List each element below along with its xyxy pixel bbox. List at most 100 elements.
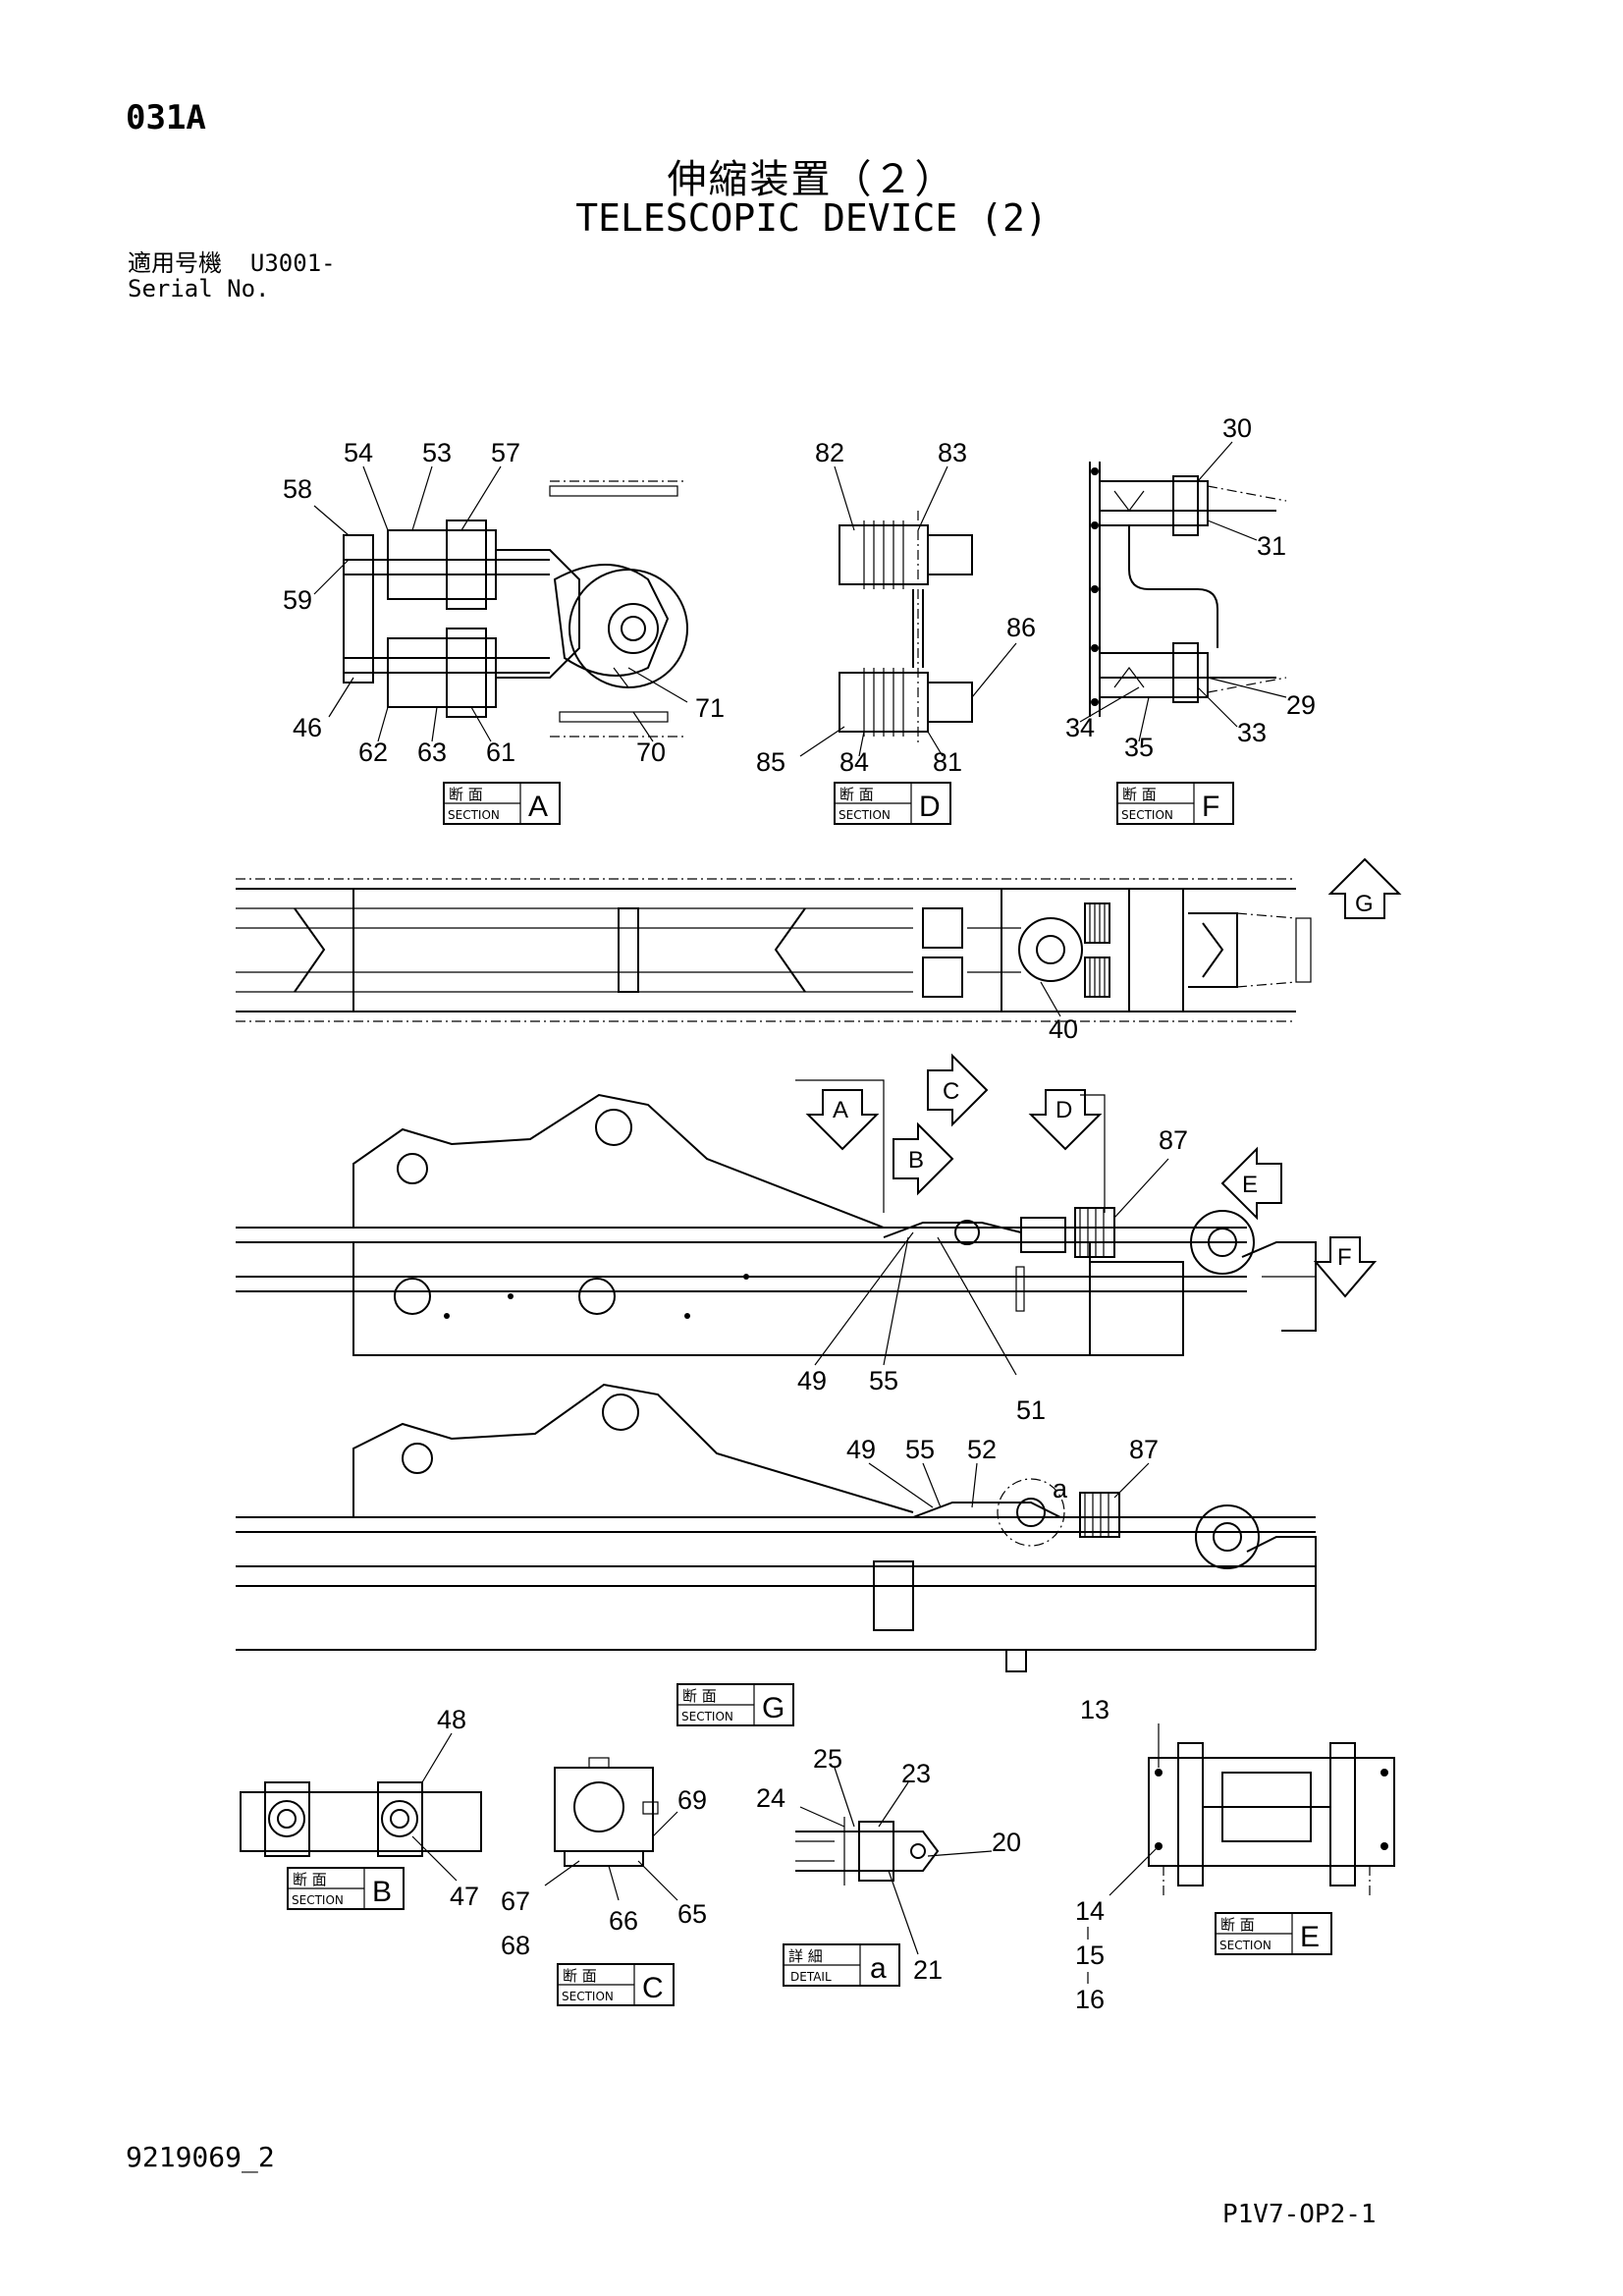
part-label: 67	[501, 1886, 530, 1916]
view-arrow-d-letter: D	[1055, 1097, 1072, 1123]
section-f-view	[1089, 462, 1287, 717]
lower-side-view	[236, 1383, 1317, 1672]
part-label: 13	[1080, 1695, 1109, 1724]
section-tag-f-letter: F	[1202, 791, 1219, 823]
part-label: 66	[609, 1906, 638, 1936]
view-arrow-a: A	[805, 1089, 880, 1151]
section-tag-a-letter: A	[528, 791, 548, 823]
detail-callout-a: a	[1053, 1474, 1068, 1503]
section-tag-a-jp: 断 面	[449, 786, 483, 803]
section-tag-d: 断 面 SECTION D	[834, 782, 951, 825]
view-arrow-f-letter: F	[1337, 1244, 1352, 1271]
section-tag-e-letter: E	[1300, 1921, 1320, 1953]
section-tag-b-letter: B	[372, 1876, 392, 1908]
part-label: 86	[1006, 613, 1036, 642]
section-tag-b-jp: 断 面	[293, 1871, 327, 1888]
serial-label-jp: 適用号機	[128, 249, 222, 277]
document-number: 9219069_2	[126, 2141, 275, 2173]
part-label: 87	[1159, 1125, 1188, 1155]
section-tag-f: 断 面 SECTION F	[1116, 782, 1234, 825]
part-label: 87	[1129, 1435, 1159, 1464]
part-labels-detail-a: 25 23 24 20 21	[756, 1744, 1021, 1985]
section-e-view	[1148, 1742, 1395, 1895]
detail-a-view	[795, 1817, 940, 1886]
section-tag-e: 断 面 SECTION E	[1215, 1912, 1332, 1955]
part-label: 54	[344, 438, 373, 467]
part-label: 55	[905, 1435, 935, 1464]
part-labels-side-view: 87 49 55 51	[797, 1125, 1188, 1425]
detail-tag-a-jp: 詳 細	[788, 1947, 823, 1965]
part-label: 63	[417, 738, 447, 767]
view-arrow-f: F	[1313, 1236, 1378, 1298]
view-arrow-c: C	[927, 1053, 989, 1127]
part-labels-top-view: 40	[1049, 1014, 1078, 1044]
section-tag-d-en: SECTION	[839, 808, 891, 822]
view-arrow-e-letter: E	[1242, 1172, 1258, 1198]
view-arrow-a-letter: A	[833, 1097, 848, 1123]
part-labels-section-a: 54 53 57 58 59 46 62 63 61 71 70	[283, 438, 725, 767]
leader-lines	[313, 441, 1287, 1955]
section-tag-c-en: SECTION	[562, 1990, 614, 2003]
view-arrow-g: G	[1327, 857, 1402, 919]
part-label: 71	[695, 693, 725, 723]
part-label: 81	[933, 747, 962, 777]
section-tag-d-letter: D	[919, 791, 941, 823]
part-label: 30	[1222, 413, 1252, 443]
part-label: 62	[358, 738, 388, 767]
part-label: 15	[1075, 1941, 1105, 1970]
part-label: 23	[901, 1759, 931, 1788]
part-labels-section-f: 30 31 29 34 35 33	[1065, 413, 1316, 762]
detail-tag-a-en: DETAIL	[790, 1970, 832, 1984]
part-labels-lower-view: 49 55 52 87	[846, 1435, 1159, 1464]
part-label: 31	[1257, 531, 1286, 561]
part-label: 24	[756, 1783, 785, 1813]
part-labels-section-e: 13 14 15 16	[1075, 1695, 1109, 2014]
view-arrow-b-letter: B	[908, 1147, 924, 1174]
part-label: 25	[813, 1744, 842, 1774]
section-tag-d-jp: 断 面	[839, 786, 874, 803]
section-tag-g-letter: G	[762, 1692, 784, 1724]
section-tag-a: 断 面 SECTION A	[443, 782, 561, 825]
part-label: 59	[283, 585, 312, 615]
view-arrow-d: D	[1028, 1089, 1103, 1151]
sheet-number: P1V7-OP2-1	[1222, 2200, 1377, 2229]
part-label: 53	[422, 438, 452, 467]
part-label: 29	[1286, 690, 1316, 720]
part-label: 52	[967, 1435, 997, 1464]
section-tag-b-en: SECTION	[292, 1893, 344, 1907]
part-label: 47	[450, 1882, 479, 1911]
serial-label-en: Serial No.	[128, 275, 270, 302]
section-tag-f-jp: 断 面	[1122, 786, 1157, 803]
part-label: 40	[1049, 1014, 1078, 1044]
part-label: 34	[1065, 713, 1095, 742]
part-labels-section-b: 48 47	[437, 1705, 479, 1911]
section-tag-c: 断 面 SECTION C	[557, 1963, 675, 2006]
part-label: 20	[992, 1828, 1021, 1857]
part-label: 57	[491, 438, 520, 467]
section-tag-c-letter: C	[642, 1972, 664, 2004]
part-label: 61	[486, 738, 515, 767]
section-tag-c-jp: 断 面	[563, 1967, 597, 1985]
section-tag-e-jp: 断 面	[1220, 1916, 1255, 1934]
part-label: 14	[1075, 1896, 1105, 1926]
detail-tag-a-letter: a	[870, 1952, 887, 1985]
title-english: TELESCOPIC DEVICE (2)	[575, 196, 1048, 240]
part-label: 83	[938, 438, 967, 467]
part-label: 51	[1016, 1395, 1046, 1425]
part-label: 84	[839, 747, 869, 777]
serial-value: U3001-	[249, 249, 336, 277]
part-label: 33	[1237, 718, 1267, 747]
section-tag-g-jp: 断 面	[682, 1687, 717, 1705]
page-code: 031A	[126, 98, 206, 137]
section-d-view	[839, 511, 973, 746]
part-label: 16	[1075, 1985, 1105, 2014]
part-label: 70	[636, 738, 666, 767]
part-labels-section-d: 82 83 86 85 84 81	[756, 438, 1036, 777]
part-label: 49	[846, 1435, 876, 1464]
section-tag-e-en: SECTION	[1219, 1939, 1271, 1952]
section-tag-b: 断 面 SECTION B	[287, 1867, 405, 1910]
part-label: 49	[797, 1366, 827, 1395]
part-label: 55	[869, 1366, 898, 1395]
